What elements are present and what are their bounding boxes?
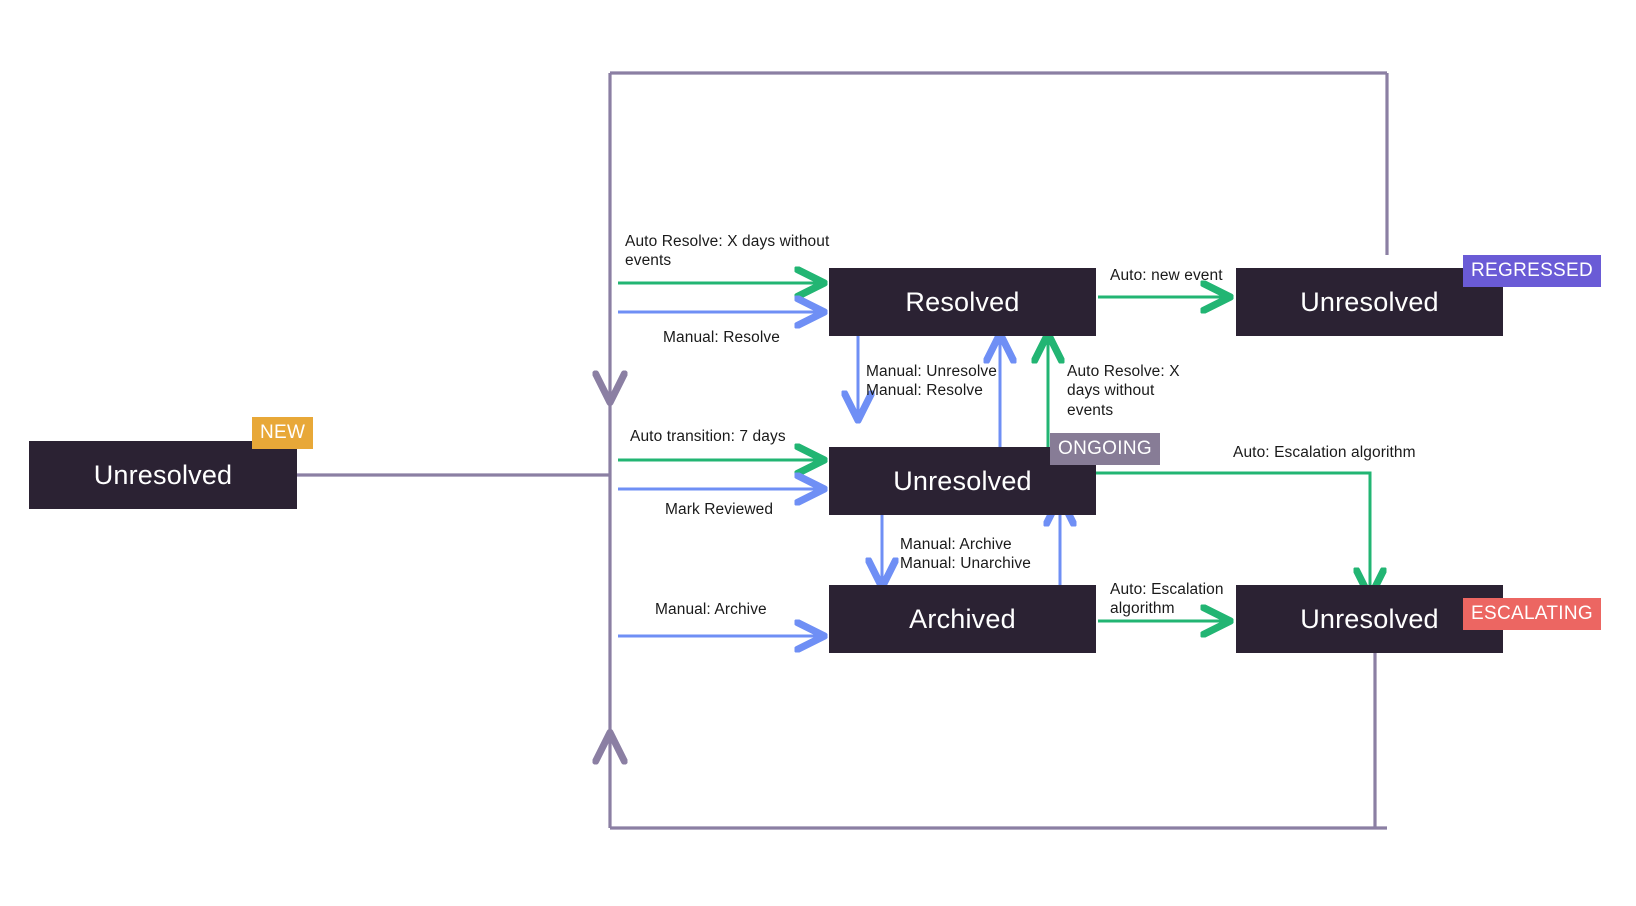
state-label: Resolved xyxy=(905,286,1020,317)
edge-auto-escalation-ongoing-to-escalating xyxy=(1091,471,1370,595)
label-auto-escalation-algorithm-bottom: Auto: Escalation algorithm xyxy=(1110,581,1224,618)
state-archived[interactable]: Archived xyxy=(829,585,1096,653)
state-label: Unresolved xyxy=(93,459,233,490)
badge-new: NEW xyxy=(252,417,314,449)
label-manual-archive-unarchive: Manual: Archive Manual: Unarchive xyxy=(900,536,1031,573)
state-unresolved-regressed[interactable]: Unresolved xyxy=(1236,268,1503,336)
label-mark-reviewed: Mark Reviewed xyxy=(665,501,774,518)
label-manual-archive-left: Manual: Archive xyxy=(655,601,767,618)
state-label: Unresolved xyxy=(1300,603,1439,634)
state-label: Unresolved xyxy=(893,465,1032,496)
badge-ongoing: ONGOING xyxy=(1050,433,1160,465)
badge-regressed: REGRESSED xyxy=(1463,255,1602,287)
badge-escalating: ESCALATING xyxy=(1463,598,1601,630)
label-manual-resolve: Manual: Resolve xyxy=(663,329,780,346)
label-manual-unresolve-resolve: Manual: Unresolve Manual: Resolve xyxy=(866,363,997,400)
label-auto-new-event: Auto: new event xyxy=(1110,267,1223,284)
state-resolved[interactable]: Resolved xyxy=(829,268,1096,336)
label-auto-escalation-algorithm-right: Auto: Escalation algorithm xyxy=(1233,444,1416,461)
label-auto-resolve-x-days-top: Auto Resolve: X days without events xyxy=(625,233,830,270)
label-auto-resolve-x-days-mid: Auto Resolve: X days without events xyxy=(1067,363,1180,419)
state-unresolved-new[interactable]: Unresolved xyxy=(29,441,297,509)
state-label: Archived xyxy=(909,603,1016,634)
label-auto-transition-7-days: Auto transition: 7 days xyxy=(630,428,786,445)
state-unresolved-escalating[interactable]: Unresolved xyxy=(1236,585,1503,653)
state-label: Unresolved xyxy=(1300,286,1439,317)
